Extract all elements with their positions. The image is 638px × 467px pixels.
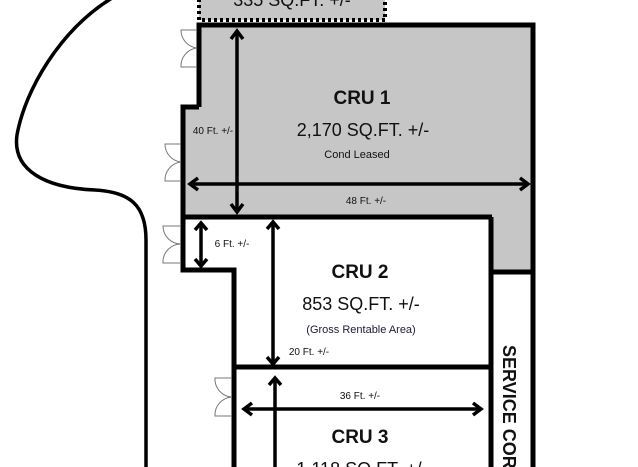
cru1-depth-label: 40 Ft. +/- [193, 126, 233, 137]
cru1-width-label: 48 Ft. +/- [346, 196, 386, 207]
door-icon [164, 143, 182, 182]
cru3-width-label: 36 Ft. +/- [340, 391, 380, 402]
cru1-area: 2,170 SQ.FT. +/- [297, 120, 430, 140]
top-unit-area: 335 SQ.FT. +/- [233, 0, 351, 10]
dimension-arrow-40ft [229, 28, 245, 215]
service-corridor-label: SERVICE CORR [499, 345, 519, 467]
cru2-title: CRU 2 [331, 262, 388, 283]
cru2-area: 853 SQ.FT. +/- [302, 294, 420, 314]
cru1-title: CRU 1 [333, 88, 390, 109]
door-icon [162, 225, 182, 264]
top-unit[interactable] [197, 0, 387, 22]
dimension-arrow-cru3-depth [267, 375, 283, 467]
dimension-arrow-6ft [193, 220, 209, 269]
walkway-outline [14, 0, 148, 467]
door-icon [214, 377, 233, 417]
door-icon [180, 29, 198, 68]
dimension-arrow-36ft [241, 401, 484, 417]
dimension-arrow-20ft [265, 219, 281, 367]
cru2-depth-label: 20 Ft. +/- [289, 347, 329, 358]
outer-wall [196, 22, 536, 467]
cru3-title: CRU 3 [331, 427, 388, 448]
dimension-arrow-48ft [187, 176, 531, 192]
cru3-area: 1,118 SQ.FT. +/- [296, 459, 427, 467]
cru2-note: (Gross Rentable Area) [306, 324, 415, 336]
cru2-step-label: 6 Ft. +/- [215, 239, 250, 250]
cru1-left-wall [180, 104, 237, 467]
cru1-unit[interactable] [183, 25, 531, 272]
cru1-status: Cond Leased [324, 149, 389, 161]
